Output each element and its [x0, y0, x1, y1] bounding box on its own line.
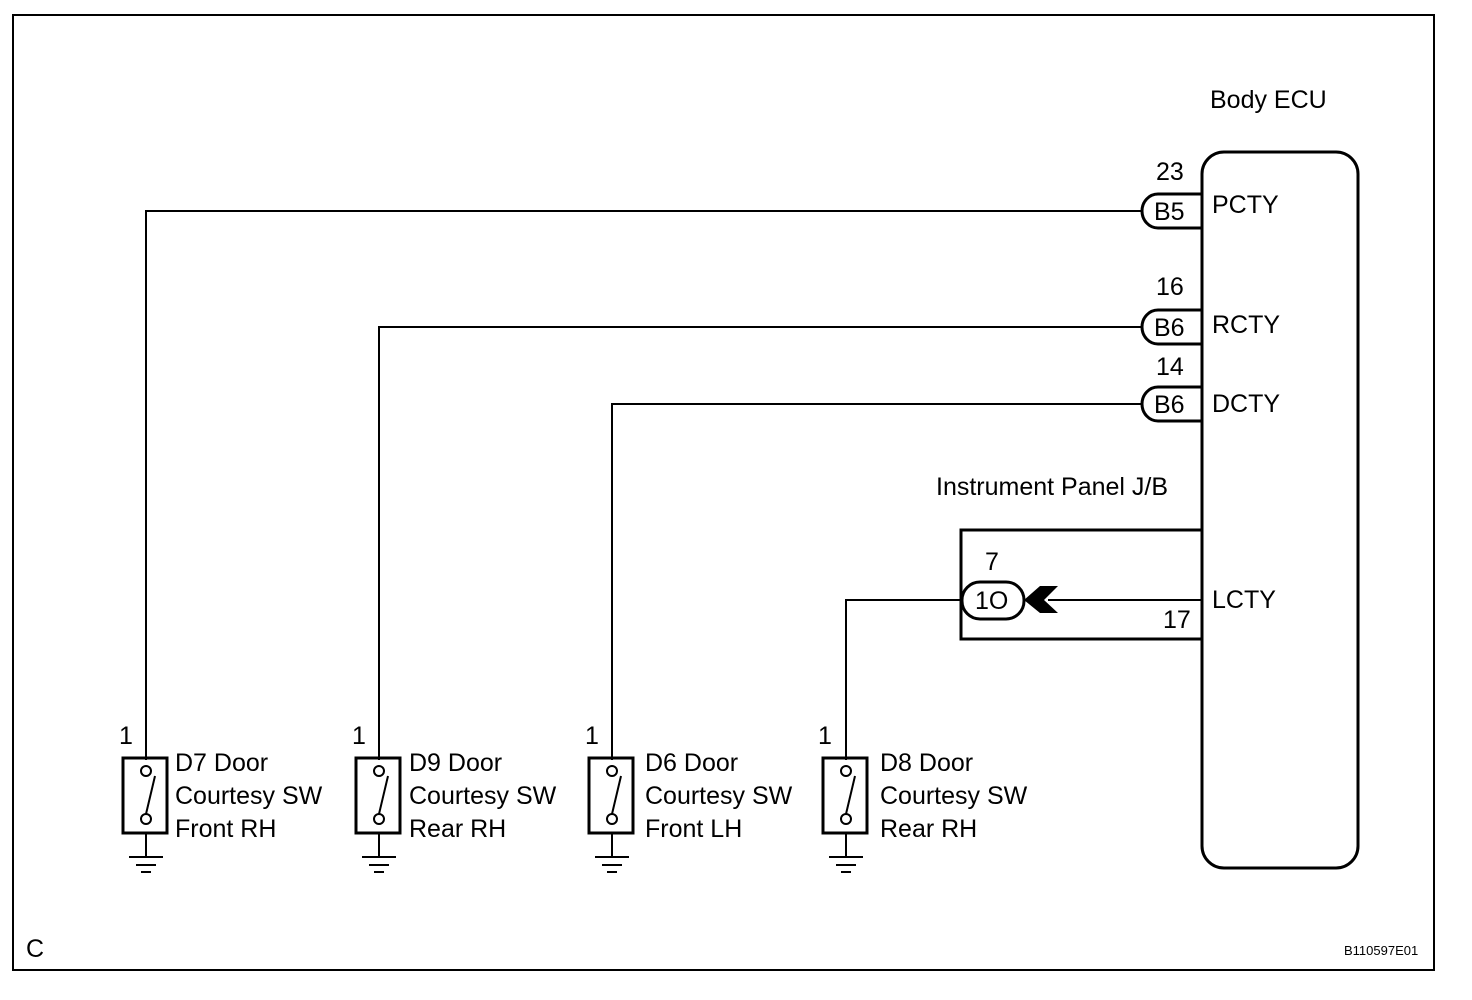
switch-label-line-2: Courtesy SW: [175, 782, 323, 810]
connector-b6-rcty: [1140, 308, 1202, 346]
connector-label-b5: B5: [1154, 198, 1185, 226]
ecu-pin-number-pcty: 23: [1156, 158, 1184, 186]
corner-label: C: [26, 935, 44, 963]
switch-contact-bottom: [373, 813, 385, 825]
switch-label-line-1: D8 Door: [880, 749, 973, 777]
switch-label-line-3: Rear RH: [880, 815, 977, 843]
connector-label-b6-dcty: B6: [1154, 391, 1185, 419]
switch-d8-rear-rh: 1 D8 Door Courtesy SW Rear RH: [818, 722, 1028, 873]
switch-pin-number: 1: [818, 722, 832, 750]
switch-pin-number: 1: [119, 722, 133, 750]
switch-d9-rear-rh: 1 D9 Door Courtesy SW Rear RH: [352, 722, 557, 873]
switch-body: [354, 756, 402, 835]
junction-connector-arrow: [1024, 586, 1058, 613]
switch-pin-number: 1: [585, 722, 599, 750]
switch-label-line-2: Courtesy SW: [645, 782, 793, 810]
ecu-signal-pcty: PCTY: [1212, 191, 1279, 219]
switch-label-line-3: Rear RH: [409, 815, 506, 843]
ecu-signal-dcty: DCTY: [1212, 390, 1280, 418]
switch-body: [121, 756, 169, 835]
connector-label-1o: 1O: [975, 587, 1008, 615]
switch-contact-bottom: [140, 813, 152, 825]
switch-contact-top: [373, 765, 385, 777]
ecu-pin-number-dcty: 14: [1156, 353, 1184, 381]
switch-label-line-1: D6 Door: [645, 749, 738, 777]
switch-contact-bottom: [606, 813, 618, 825]
switch-d6-front-lh: 1 D6 Door Courtesy SW Front LH: [585, 722, 793, 873]
switch-pin-number: 1: [352, 722, 366, 750]
wire-rcty: [378, 326, 1141, 760]
switch-lever: [611, 775, 622, 815]
switch-label-line-2: Courtesy SW: [409, 782, 557, 810]
ecu-title: Body ECU: [1210, 86, 1327, 114]
junction-pin-number: 7: [985, 548, 999, 576]
switch-body: [587, 756, 635, 835]
switch-lever: [845, 775, 856, 815]
switch-contact-bottom: [840, 813, 852, 825]
figure-code: B110597E01: [1344, 943, 1418, 958]
switch-label-line-1: D7 Door: [175, 749, 268, 777]
ecu-signal-rcty: RCTY: [1212, 311, 1280, 339]
diagram-frame: [12, 14, 1435, 971]
ecu-pin-number-lcty: 17: [1163, 606, 1191, 634]
ecu-pin-number-rcty: 16: [1156, 273, 1184, 301]
switch-lever: [378, 775, 389, 815]
switch-contact-top: [606, 765, 618, 777]
switch-contact-top: [840, 765, 852, 777]
switch-label-line-3: Front RH: [175, 815, 276, 843]
switch-label-line-2: Courtesy SW: [880, 782, 1028, 810]
switch-contact-top: [140, 765, 152, 777]
switch-label-line-3: Front LH: [645, 815, 742, 843]
junction-block-box: [959, 528, 1202, 641]
switch-lever: [145, 775, 156, 815]
junction-block-title: Instrument Panel J/B: [936, 473, 1168, 501]
wire-pcty: [145, 210, 1141, 760]
wire-lcty: [845, 599, 962, 760]
switch-label-line-1: D9 Door: [409, 749, 502, 777]
connector-b5: [1140, 192, 1202, 230]
ecu-box: [1200, 150, 1360, 870]
ecu-signal-lcty: LCTY: [1212, 586, 1276, 614]
wire-dcty: [611, 403, 1141, 760]
switch-body: [821, 756, 869, 835]
connector-label-b6-rcty: B6: [1154, 314, 1185, 342]
switch-d7-front-rh: 1 D7 Door Courtesy SW Front RH: [119, 722, 323, 873]
connector-b6-dcty: [1140, 385, 1202, 423]
